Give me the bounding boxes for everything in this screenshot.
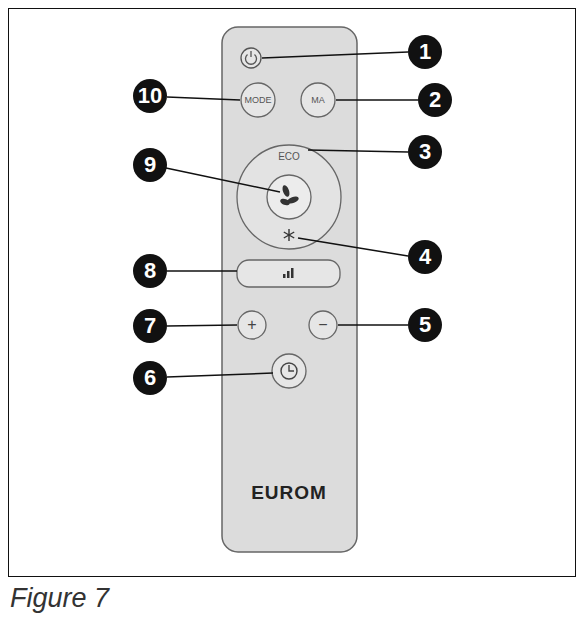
signal-icon: [283, 268, 294, 278]
fan-icon: [279, 184, 299, 206]
plus-button: [238, 311, 266, 339]
timer-button: [272, 354, 306, 388]
mode-button: [241, 83, 275, 117]
minus-button: [309, 311, 337, 339]
callout-number: 1: [408, 35, 442, 69]
remote-body: [222, 27, 357, 552]
callout-number: 6: [133, 361, 167, 395]
callout-number: 10: [133, 79, 167, 113]
callout-number: 3: [408, 135, 442, 169]
figure-caption: Figure 7: [10, 584, 109, 614]
control-ring: [237, 145, 341, 249]
button-label: ECO: [278, 152, 300, 162]
callout-number: 9: [133, 148, 167, 182]
callout-number: 4: [408, 240, 442, 274]
callout-number: 7: [133, 309, 167, 343]
button-label: MODE: [245, 96, 272, 105]
callout-number: 2: [418, 83, 452, 117]
power-button: [241, 48, 261, 68]
button-label: +: [247, 317, 256, 333]
frame: [9, 9, 576, 577]
callout-number: 5: [408, 308, 442, 342]
button-label: −: [318, 317, 327, 333]
snowflake-icon: [284, 229, 294, 241]
timer-icon: [281, 363, 297, 379]
leader-lines: [166, 52, 418, 377]
fan-button: [267, 175, 311, 219]
speed-bar: [237, 260, 340, 287]
max-button: [301, 83, 335, 117]
callout-number: 8: [133, 254, 167, 288]
brand-name: EUROM: [251, 483, 327, 502]
button-label: MA: [311, 96, 325, 105]
